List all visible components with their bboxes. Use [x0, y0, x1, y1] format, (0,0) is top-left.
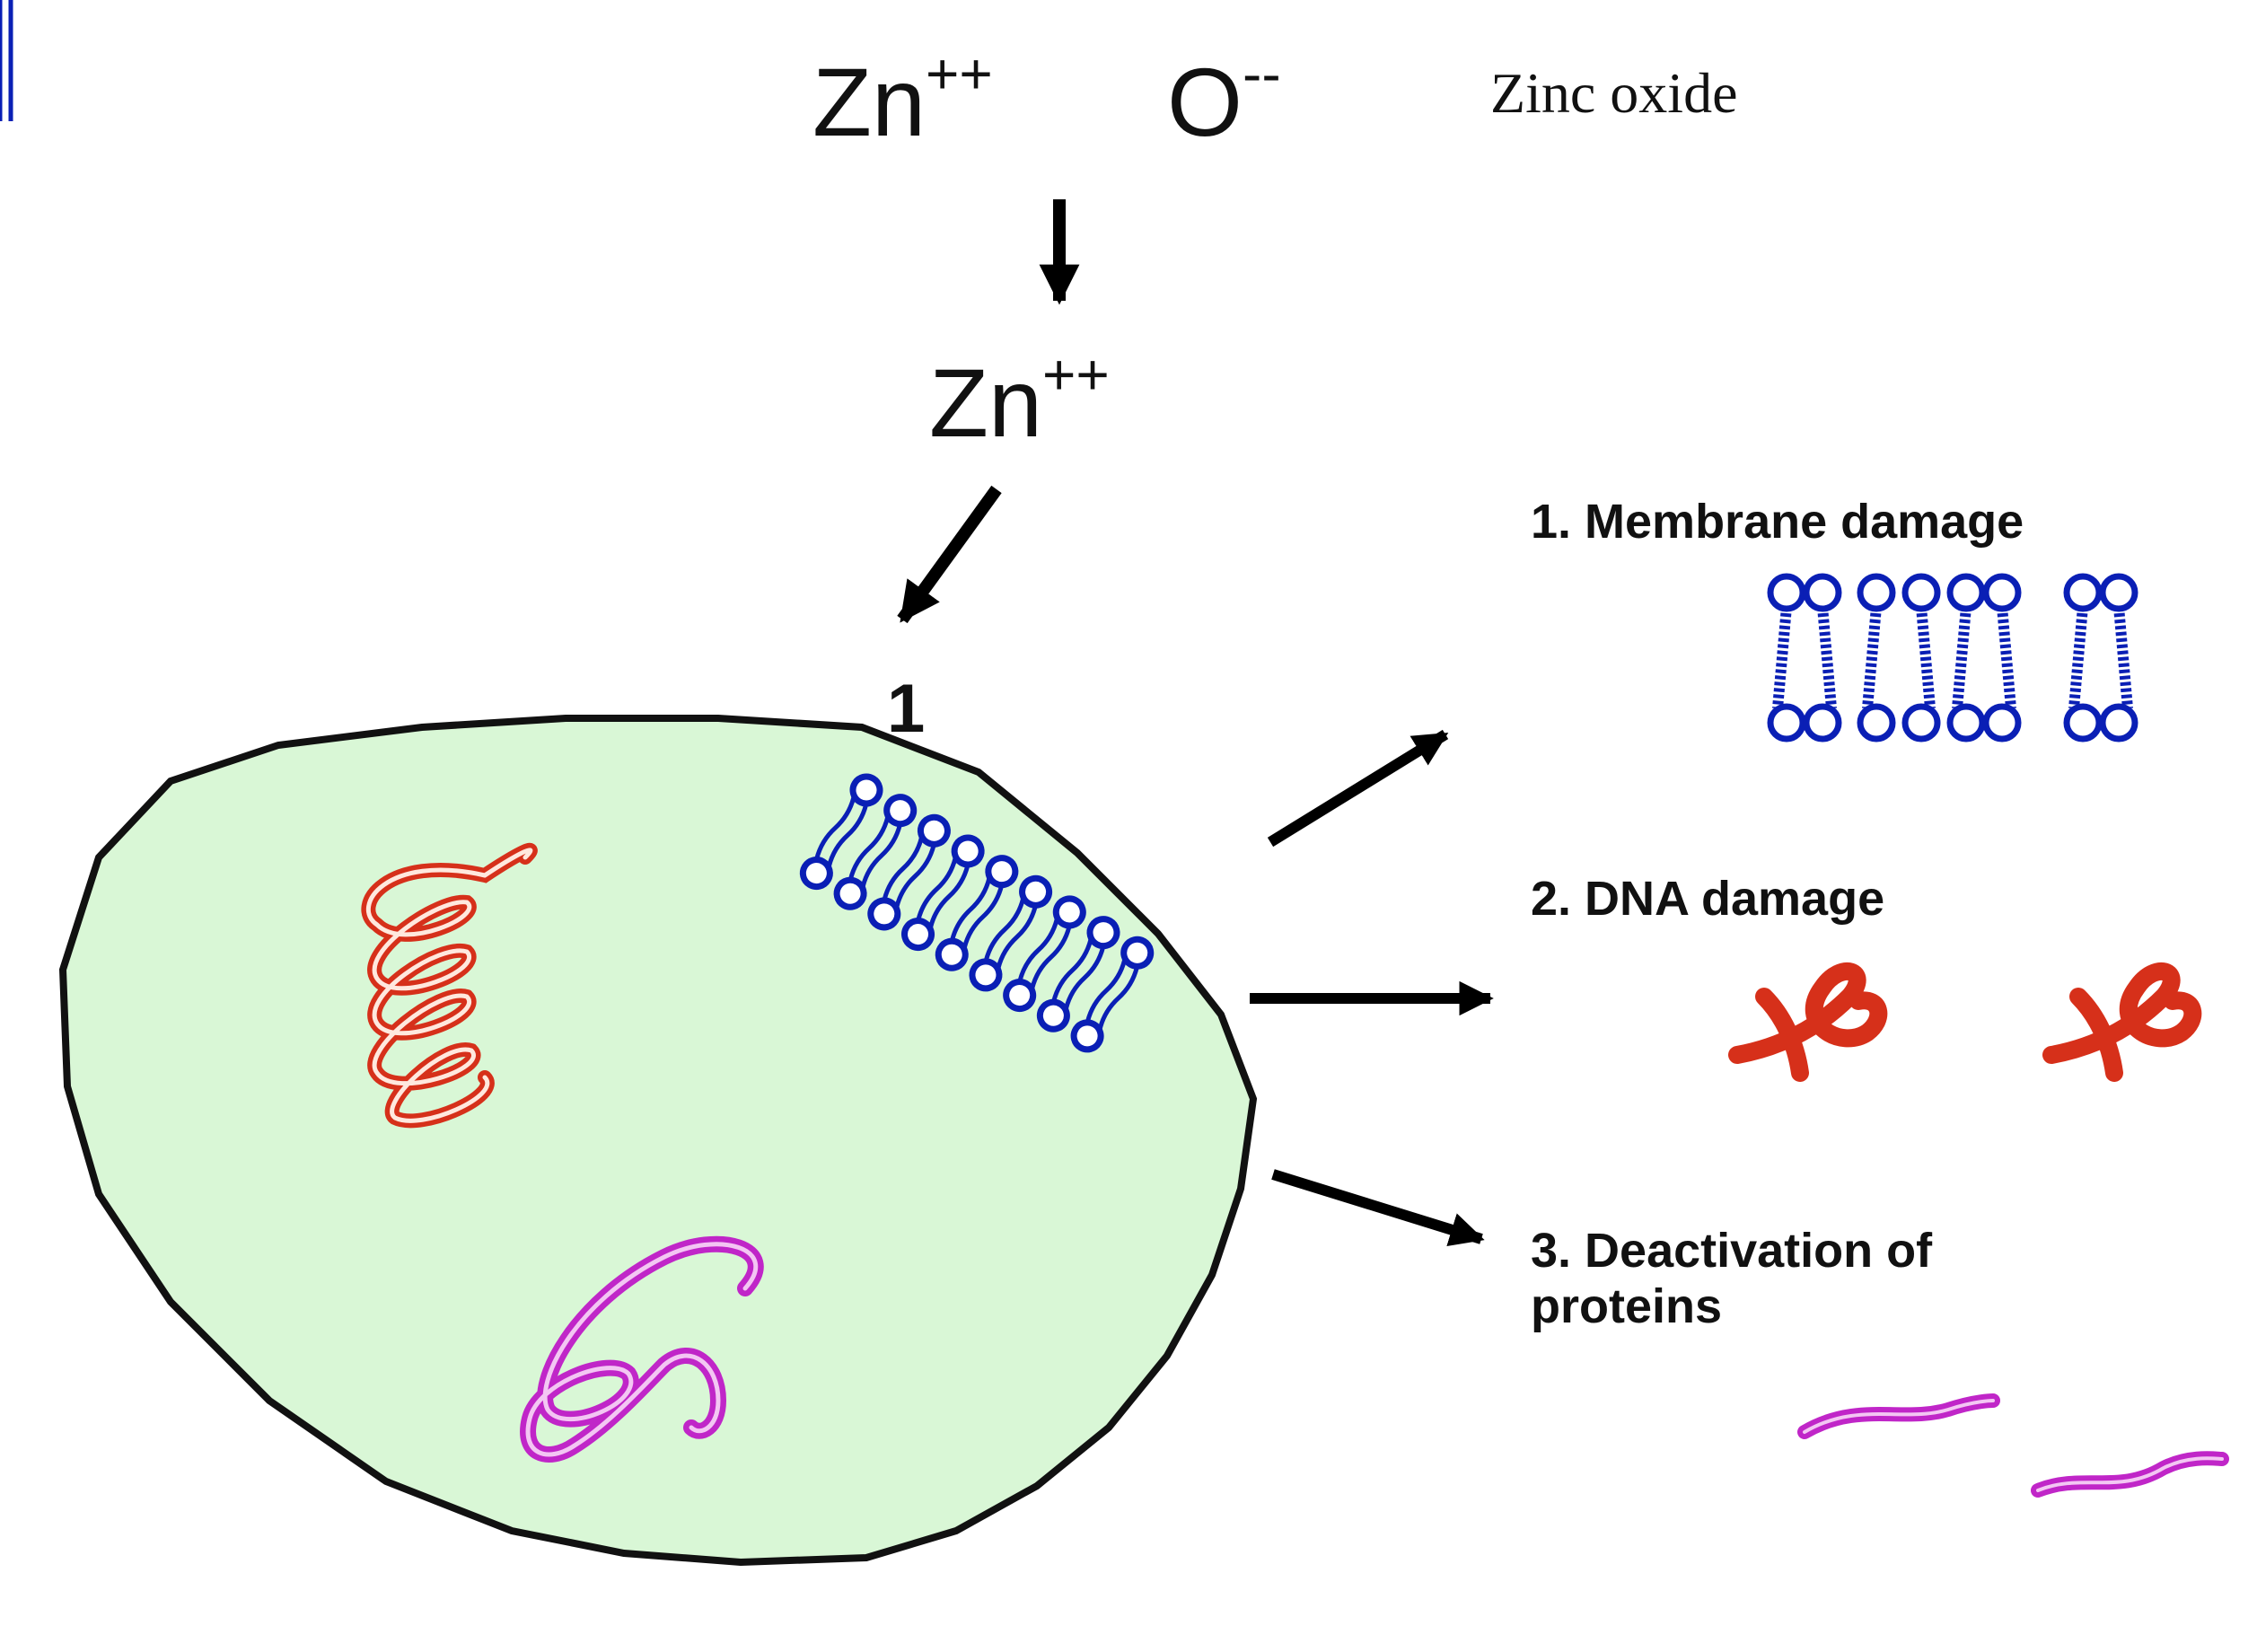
damaged-lipid-head: [1982, 573, 2022, 612]
lipid-tail: [996, 905, 1038, 969]
released-zinc-ion-label: Zn++: [929, 342, 1110, 457]
lipid-tail: [1030, 926, 1072, 989]
arrow-to-membrane-damage: [1267, 729, 1449, 848]
zinc-oxide-label: Zinc oxide: [1490, 61, 1738, 125]
lipid-tail: [848, 816, 891, 880]
lipid-tail: [827, 804, 869, 867]
lipid-tail: [860, 824, 902, 888]
damaged-membrane: [1767, 573, 2138, 743]
arrow-zn-to-cell: [897, 485, 1002, 624]
lipid-head: [901, 918, 935, 952]
damaged-lipid-head: [1767, 573, 1806, 612]
damaged-lipid-head: [2099, 573, 2138, 612]
lipid-head: [935, 937, 969, 971]
lipid-tail: [983, 898, 1025, 962]
lipid-tail: [916, 857, 958, 921]
lipid-head: [849, 773, 883, 807]
lipid-tail: [1017, 918, 1059, 982]
effect-membrane-damage-label: 1. Membrane damage: [1531, 495, 2024, 549]
marker-2: 2: [404, 769, 443, 846]
effect-dna-damage-label: 2. DNA damage: [1531, 872, 1885, 926]
lipid-head: [1052, 895, 1086, 929]
lipid-tail: [928, 865, 970, 928]
damaged-lipid-head: [1901, 573, 1941, 612]
lipid-head: [883, 794, 918, 828]
lipid-head: [985, 855, 1019, 889]
damaged-lipid-head: [1803, 703, 1842, 743]
damaged-lipid-tail: [1952, 606, 1972, 709]
lipid-tail: [1097, 966, 1139, 1030]
damaged-lipid-head: [1857, 573, 1896, 612]
lipid-head: [1120, 936, 1155, 970]
damaged-lipid-head: [1803, 573, 1842, 612]
lipid-head: [969, 958, 1003, 992]
damaged-lipid-head: [1946, 573, 1986, 612]
protein-fragments: [1797, 1393, 2229, 1498]
damaged-lipid-head: [1901, 703, 1941, 743]
protein-in-cell: [520, 1235, 764, 1463]
bacterial-cell: [58, 715, 1258, 1567]
damaged-lipid-tail: [1862, 606, 1882, 709]
lipid-tail: [814, 796, 856, 860]
damaged-lipid-head: [2063, 703, 2103, 743]
dna-helix-in-cell-inner: [365, 848, 533, 1123]
damaged-lipid-head: [1767, 703, 1806, 743]
lipid-tail: [962, 885, 1004, 949]
damaged-lipid-tail: [2068, 606, 2088, 709]
dna-helix-in-cell: [361, 842, 538, 1129]
membrane-bilayer: [799, 773, 1155, 1053]
lipid-head: [1019, 874, 1053, 909]
membrane-bilayer-in-cell: [0, 0, 13, 121]
lipid-head: [1086, 916, 1120, 950]
lipid-head: [1036, 998, 1070, 1032]
damaged-lipid-tail: [2113, 606, 2133, 709]
lipid-bilayer-group: [799, 773, 1155, 1053]
lipid-tail: [882, 837, 924, 901]
oxide-ion-label: O--: [1167, 41, 1281, 156]
lipid-head: [1070, 1019, 1104, 1053]
marker-3: 3: [531, 1163, 570, 1239]
damaged-lipid-tail: [1916, 606, 1936, 709]
lipid-tail: [1085, 959, 1128, 1023]
lipid-tail: [894, 844, 936, 908]
lipid-head: [917, 813, 951, 848]
lipid-tail: [1064, 946, 1106, 1009]
marker-1: 1: [887, 671, 926, 747]
lipid-tail: [1051, 938, 1093, 1002]
lipid-head: [1003, 979, 1037, 1013]
damaged-lipid-tail: [1772, 606, 1792, 709]
damaged-lipid-tail: [1997, 606, 2016, 709]
damaged-lipid-head: [1857, 703, 1896, 743]
dna-fragments: [1728, 962, 2202, 1082]
damaged-lipid-head: [2063, 573, 2103, 612]
lipid-head: [833, 876, 867, 910]
damaged-lipid-head: [2099, 703, 2138, 743]
damaged-lipid-head: [1946, 703, 1986, 743]
lipid-tail: [950, 877, 992, 941]
lipid-head: [799, 857, 833, 891]
zinc-ion-label: Zn++: [812, 41, 993, 156]
lipid-head: [867, 897, 901, 931]
arrow-to-protein-deactivation: [1271, 1169, 1485, 1247]
damaged-lipid-tail: [1817, 606, 1837, 709]
lipid-head: [951, 834, 985, 868]
damaged-lipid-head: [1982, 703, 2022, 743]
